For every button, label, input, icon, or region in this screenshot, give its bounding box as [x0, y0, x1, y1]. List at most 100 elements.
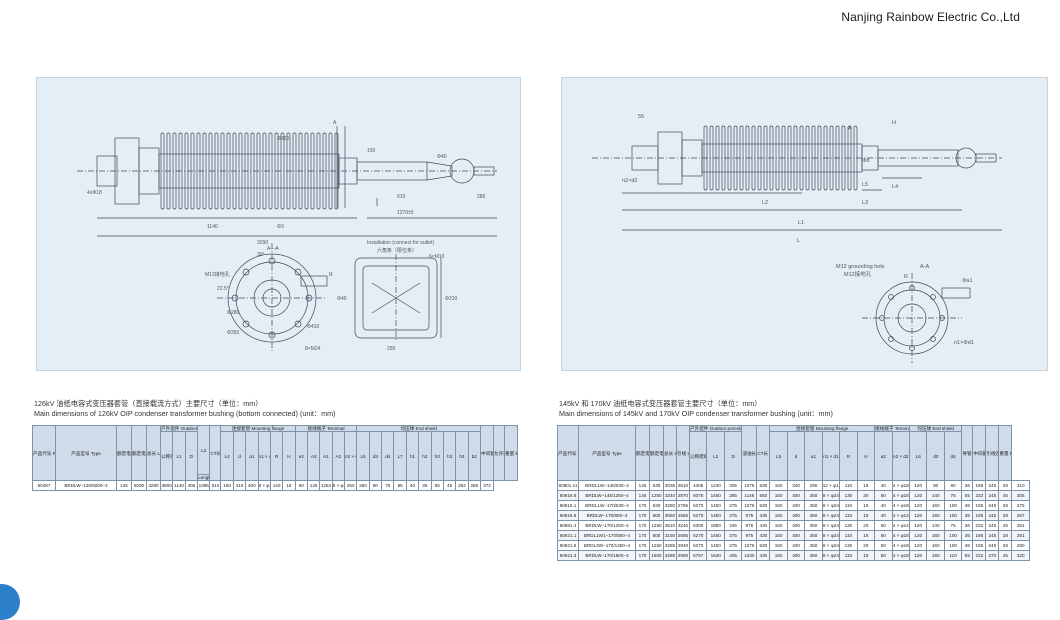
porcelain-shed: [322, 132, 327, 210]
dim-l: L: [797, 238, 800, 244]
table-cell: 140: [926, 520, 945, 531]
table-cell: 2585: [676, 510, 690, 521]
label-aa: A-A: [920, 264, 930, 270]
table-cell: 245: [985, 500, 1000, 511]
dim-55: 55: [638, 114, 644, 120]
table-cell: 36: [961, 530, 974, 541]
table-cell: 8 × φ24: [821, 510, 841, 521]
page-corner-decoration: [0, 584, 20, 620]
caption-126kv-en: Main dimensions of 126kV OIP condenser t…: [34, 409, 336, 418]
table-cell: 5270: [688, 530, 708, 541]
porcelain-shed: [256, 132, 261, 210]
table-cell: 2785: [676, 500, 690, 511]
table-cell: 18: [282, 480, 296, 491]
th-c0: L5: [769, 431, 788, 481]
th-d5: 导管外径 d5 Tube dia.: [961, 425, 974, 481]
table-cell: 40: [405, 480, 420, 491]
table-cell: 1145: [741, 490, 758, 501]
table-cell: 3035: [663, 480, 677, 491]
th-d: D: [184, 431, 199, 481]
table-cell: 1240: [706, 480, 725, 491]
table-cell: 145: [635, 490, 650, 501]
table-cell: 150: [769, 550, 788, 561]
table-cell: 4 × φ18: [891, 490, 910, 501]
table-cell: 350: [804, 530, 823, 541]
table-cell: 150: [769, 510, 788, 521]
porcelain-shed: [334, 132, 339, 210]
table-cell: 8 × φ24: [821, 500, 841, 511]
table-cell: 4405: [688, 480, 708, 491]
table-cell: 3290: [146, 480, 161, 491]
table-cell: 400: [786, 550, 806, 561]
porcelain-shed: [739, 125, 744, 191]
table-cell: 130: [839, 490, 858, 501]
table-126kv-dimensions: 产品代号 Product code 产品型号 Type 额定电压 kV Rate…: [32, 425, 518, 491]
table-cell: 18: [856, 500, 876, 511]
table-cell: 400: [786, 520, 806, 531]
th-c8: A1: [319, 431, 333, 481]
table-cell: 110: [839, 480, 858, 491]
table-cell: 4 × φ18: [891, 550, 910, 561]
table-cell: 120: [908, 530, 928, 541]
porcelain-shed: [703, 125, 708, 191]
th-d7: 中间套管最大外径 d7 Max dia. in oil side: [480, 425, 494, 481]
porcelain-shed: [304, 132, 309, 210]
table-cell: 140: [269, 480, 284, 491]
th-shield: 均压球 End shield: [908, 425, 963, 432]
table-cell: 100: [943, 530, 963, 541]
table-cell: 60801.11: [557, 480, 579, 491]
table-cell: 1450: [706, 510, 725, 521]
th-c13: d4: [381, 431, 395, 481]
table-cell: 410: [232, 480, 247, 491]
porcelain-shed: [751, 125, 756, 191]
th-c12: d3: [368, 431, 383, 481]
table-cell: 975: [741, 530, 758, 541]
table-cell: 1140: [172, 480, 186, 491]
table-cell: 120: [908, 550, 928, 561]
table-cell: 372: [480, 480, 494, 491]
porcelain-shed: [733, 125, 738, 191]
porcelain-shed: [757, 125, 762, 191]
table-cell: 2685: [676, 530, 690, 541]
table-cell: 3050: [663, 510, 677, 521]
table-cell: 8 × φ24: [821, 550, 841, 561]
table-cell: 150: [769, 530, 788, 541]
drawing-126kv-bushing: 1140 3290 1270±5 150 610 285 A Φ320 Φ40 …: [36, 77, 521, 371]
table-cell: 350: [804, 510, 823, 521]
label-phi-d: Φd: [862, 158, 869, 164]
table-cell: 150: [220, 480, 234, 491]
porcelain-shed: [172, 132, 177, 210]
table-cell: 530: [756, 480, 771, 491]
th-c9: d3: [926, 431, 945, 481]
th-l2: L2: [706, 431, 725, 481]
porcelain-shed: [274, 132, 279, 210]
table-cell: 35: [418, 480, 432, 491]
th-c3: n1 × d1: [821, 431, 841, 481]
table-cell: 28: [998, 540, 1013, 551]
table-cell: 305: [723, 480, 743, 491]
label-ref: 8×M24: [305, 346, 321, 352]
table-cell: 45: [998, 520, 1013, 531]
table-cell: 60921.3: [557, 550, 579, 561]
table-cell: 630: [649, 480, 664, 491]
table-cell: 36: [961, 540, 974, 551]
table-cell: 375: [723, 500, 743, 511]
th-d7: 引线连接头 d7 Lead connector: [985, 425, 1000, 481]
table-cell: 40: [874, 480, 893, 491]
table-cell: 28: [998, 530, 1013, 541]
table-cell: 130: [839, 520, 858, 531]
porcelain-shed: [202, 132, 207, 210]
table-cell: 4 × φ18: [891, 540, 910, 551]
table-cell: 145: [635, 480, 650, 491]
porcelain-shed: [829, 125, 834, 191]
table-cell: 110: [943, 550, 963, 561]
table-cell: 50: [874, 550, 893, 561]
table-cell: 1095: [197, 480, 211, 491]
table-cell: 90: [926, 480, 945, 491]
table-cell: 400: [786, 490, 806, 501]
